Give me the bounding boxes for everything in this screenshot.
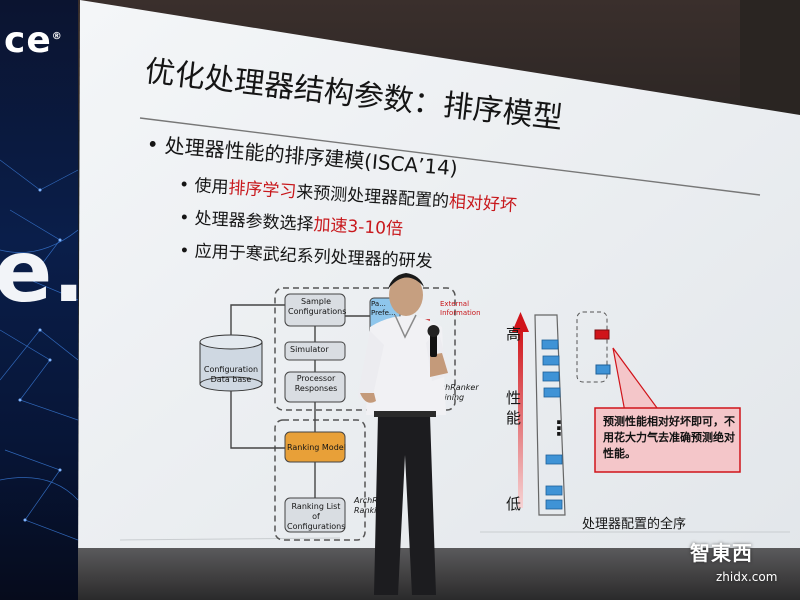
sample-pair-box: [576, 311, 608, 383]
ranking-group-box: [274, 419, 366, 541]
callout-text: 预测性能相对好坏即可，不用花大力气去准确预测绝对性能。: [603, 415, 735, 460]
archranker-training-label: ArchRanker Training: [432, 383, 479, 402]
predicted-better-bar: [594, 329, 610, 340]
axis-low-label: 低: [506, 495, 522, 513]
brand-fragment: ce®: [4, 20, 63, 61]
processor-responses-label: Processor Responses: [294, 374, 338, 393]
simulator-label: Simulator: [290, 345, 329, 354]
performance-arrow: [518, 328, 523, 508]
axis-perf-label-1: 性: [506, 389, 522, 407]
sub1-part-a: 使用: [193, 175, 230, 199]
sub1-highlight-relative: 相对好坏: [448, 191, 518, 217]
sample-configurations-label: Sample Configurations: [288, 297, 347, 316]
external-information-label: External Information: [440, 300, 481, 317]
archranker-ranking-label: ArchRa... Ranki...: [354, 496, 391, 515]
database-label: Configuration Data base: [203, 365, 259, 384]
full-order-caption: 处理器配置的全序: [582, 517, 687, 532]
presenter: [358, 273, 450, 595]
config-bar: [545, 499, 563, 510]
watermark-url: zhidx.com: [716, 570, 778, 584]
predicted-worse-bar: [595, 364, 611, 375]
callout-box: [594, 407, 741, 473]
ranking-model-label: Ranking Model: [287, 443, 346, 452]
ellipsis-dots: ⋮: [549, 416, 569, 440]
config-bar: [543, 387, 561, 398]
axis-perf-label-2: 能: [506, 409, 522, 427]
config-bar: [542, 371, 560, 382]
archranker-diagram: [199, 287, 456, 541]
full-order-figure: [512, 311, 741, 516]
watermark-logo: 智東西: [690, 541, 753, 565]
network-graphic: [0, 159, 78, 541]
sub1-highlight-ltr: 排序学习: [227, 178, 297, 203]
config-column: [534, 314, 566, 516]
bullet-dot: •: [145, 131, 166, 158]
config-bar: [545, 485, 563, 496]
config-bar: [545, 454, 563, 465]
arrow-head: [512, 312, 529, 332]
ranking-list-label: Ranking List of Configurations: [287, 502, 346, 531]
axis-high-label: 高: [506, 325, 522, 343]
training-group-box: [274, 287, 456, 411]
stage-floor: [78, 548, 800, 600]
config-bar: [542, 355, 560, 366]
backdrop-panel: ce® e.: [0, 0, 85, 600]
pairwise-preference-label: Pa... Prefe...: [371, 300, 396, 317]
callout-pointer: [612, 347, 662, 413]
brand-big-fragment: e.: [0, 222, 85, 322]
config-bar: [541, 339, 559, 350]
